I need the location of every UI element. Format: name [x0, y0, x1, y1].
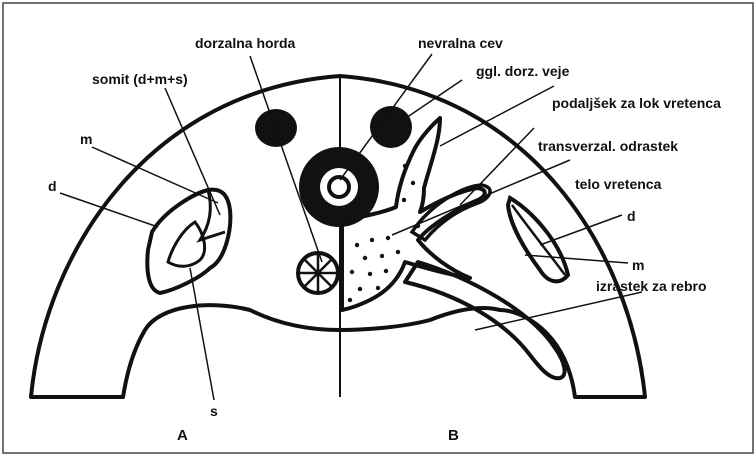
label-izrastek: izrastek za rebro: [596, 278, 707, 294]
section-label-b: B: [448, 427, 459, 444]
somit-shape: [147, 190, 230, 293]
label-m-left: m: [80, 131, 92, 147]
cross-section-outline: [31, 76, 645, 397]
label-ggl-dorz-veje: ggl. dorz. veje: [476, 63, 570, 79]
label-nevralna-cev: nevralna cev: [418, 35, 503, 51]
ggl-dorz-veje-shape: [370, 106, 412, 148]
label-s: s: [210, 403, 218, 419]
myotome-right-shape: [508, 198, 568, 281]
label-somit: somit (d+m+s): [92, 71, 188, 87]
label-podaljsek: podaljšek za lok vretenca: [552, 95, 721, 111]
label-d-left: d: [48, 178, 57, 194]
horda-wheel: [298, 253, 338, 293]
label-d-right: d: [627, 208, 636, 224]
label-transverzal: transverzal. odrastek: [538, 138, 678, 154]
label-dorzalna-horda: dorzalna horda: [195, 35, 296, 51]
section-label-a: A: [177, 427, 188, 444]
label-m-right: m: [632, 257, 644, 273]
dorzalna-horda-shape: [255, 109, 297, 147]
nevralna-cev-lumen: [320, 168, 358, 206]
label-telo-vretenca: telo vretenca: [575, 176, 662, 192]
